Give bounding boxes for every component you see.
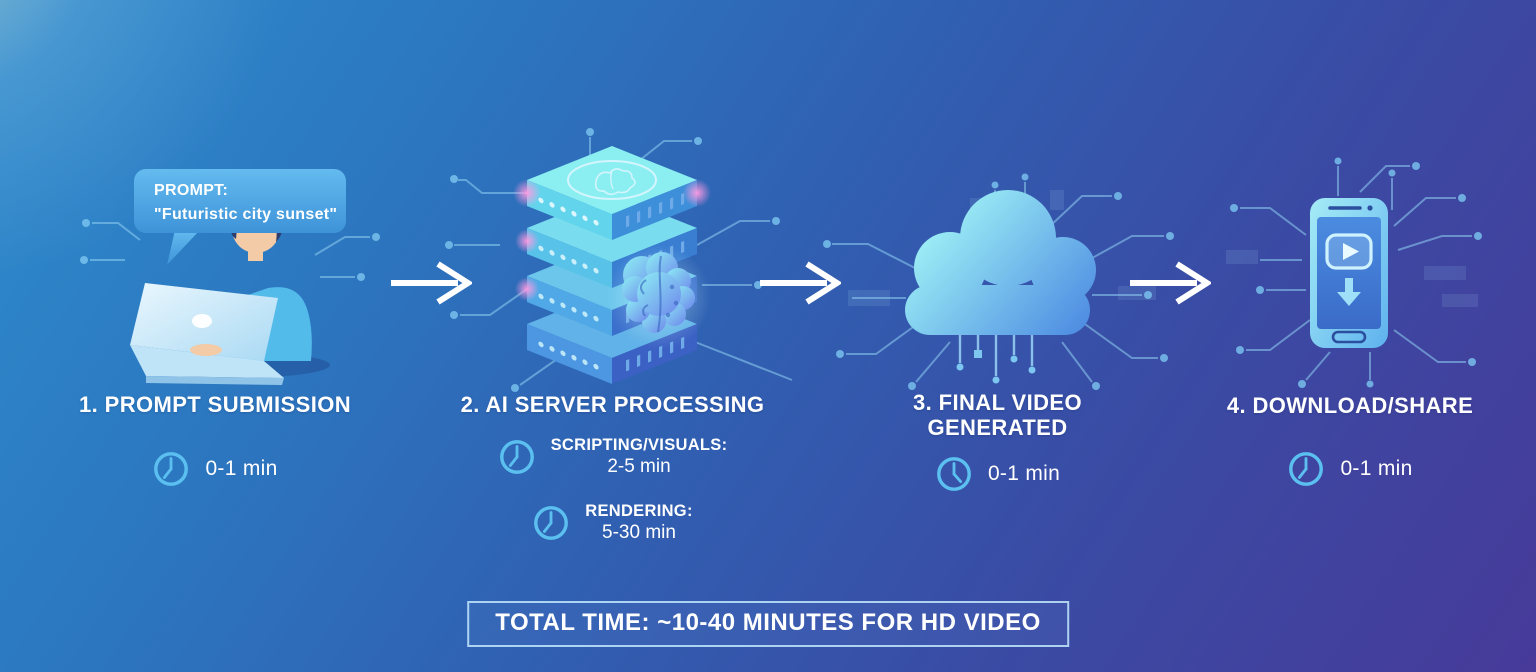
step-1-title: 1. PROMPT SUBMISSION (78, 392, 352, 417)
step-3-block: 3. FINAL VIDEO GENERATED 0-1 min (860, 390, 1135, 493)
ai-server-illustration (445, 128, 793, 392)
step-2-scripting-label: SCRIPTING/VISUALS: (550, 436, 728, 454)
cloud-data-stream-dots (956, 350, 1036, 384)
step-3-time: 0-1 min (987, 462, 1061, 485)
smartphone-icon (1310, 198, 1388, 348)
cloud-icon (905, 190, 1096, 335)
step-4-time: 0-1 min (1340, 457, 1413, 480)
person-laptop-illustration: PROMPT: "Futuristic city sunset" (80, 169, 380, 385)
circuit-decoration (80, 219, 380, 281)
clock-icon (499, 440, 534, 474)
clock-icon (937, 457, 971, 491)
step-4-block: 4. DOWNLOAD/SHARE 0-1 min (1190, 393, 1510, 488)
step-1-time: 0-1 min (205, 457, 278, 480)
circuit-decoration (1226, 157, 1482, 388)
step-2-rendering-label: RENDERING: (585, 502, 693, 520)
step-3-title-line-1: 3. FINAL VIDEO (913, 390, 1082, 415)
prompt-label: PROMPT: (154, 182, 228, 199)
prompt-text: "Futuristic city sunset" (154, 206, 337, 223)
clock-icon (1289, 452, 1324, 486)
flow-arrow-1-icon (391, 261, 472, 305)
download-arrow-icon (1337, 278, 1361, 306)
step-2-scripting-time: 2-5 min (607, 456, 671, 477)
step-2-block: 2. AI SERVER PROCESSING SCRIPTING/VISUAL… (440, 392, 785, 545)
step-1-block: 1. PROMPT SUBMISSION 0-1 min (60, 392, 370, 488)
total-time-banner: TOTAL TIME: ~10-40 MINUTES FOR HD VIDEO (467, 601, 1069, 647)
laptop-icon (130, 283, 284, 385)
flow-arrow-3-icon (1130, 261, 1211, 305)
smartphone-illustration (1226, 157, 1482, 388)
prompt-speech-bubble: PROMPT: "Futuristic city sunset" (134, 169, 346, 265)
video-play-icon (1325, 233, 1373, 270)
clock-icon (154, 452, 189, 486)
step-2-rendering-time: 5-30 min (602, 522, 676, 543)
ai-brain-icon (607, 245, 711, 349)
brain-emblem-icon (567, 160, 657, 200)
flow-arrow-2-icon (760, 261, 841, 305)
step-3-title-line-2: GENERATED (927, 415, 1068, 440)
server-status-lights (513, 179, 711, 301)
clock-icon (534, 506, 569, 540)
step-2-title: 2. AI SERVER PROCESSING (460, 392, 765, 417)
step-4-title: 4. DOWNLOAD/SHARE (1226, 393, 1474, 418)
cloud-data-streams (958, 335, 1034, 376)
home-button-icon (1331, 330, 1367, 344)
cloud-illustration (823, 173, 1174, 390)
